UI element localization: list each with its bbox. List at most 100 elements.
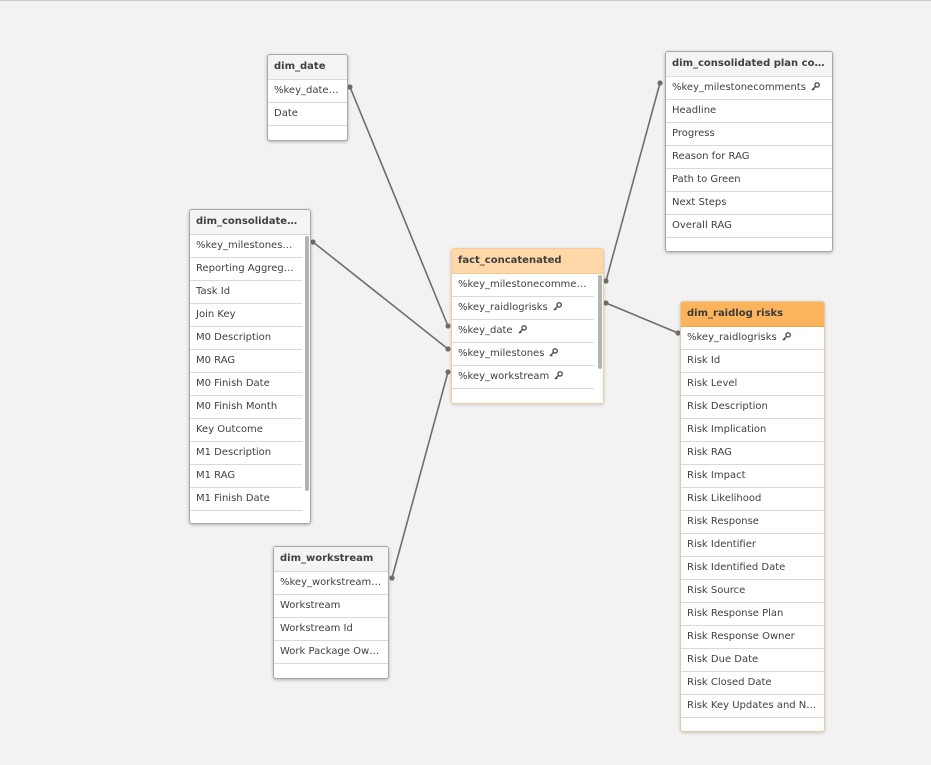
field-row[interactable]: Risk RAG — [681, 442, 824, 465]
field-row[interactable]: Task Id — [190, 281, 302, 304]
field-row[interactable]: Overall RAG — [666, 215, 832, 238]
field-row[interactable]: Headline — [666, 100, 832, 123]
field-label: Reason for RAG — [672, 151, 750, 162]
field-row[interactable]: Next Steps — [666, 192, 832, 215]
field-row[interactable]: %key_workstream — [274, 572, 388, 595]
field-label: Risk Identified Date — [687, 562, 786, 573]
field-row[interactable]: Risk Level — [681, 373, 824, 396]
field-label: %key_raidlogrisks — [687, 332, 777, 343]
field-label: M1 RAG — [196, 470, 236, 481]
field-row[interactable]: %key_raidlogrisks — [681, 327, 824, 350]
field-row[interactable]: M1 RAG — [190, 465, 302, 488]
field-row[interactable]: Risk Response Plan — [681, 603, 824, 626]
key-icon — [553, 302, 562, 311]
field-label: %key_raidlogrisks — [458, 302, 548, 313]
key-icon — [376, 577, 386, 586]
field-label: %key_milestonecomments — [672, 82, 806, 93]
field-row[interactable]: M0 Description — [190, 327, 302, 350]
scrollbar[interactable] — [598, 275, 602, 369]
table-dim-raidlog-risks[interactable]: dim_raidlog risks %key_raidlogrisks Risk… — [680, 301, 825, 732]
field-row[interactable]: Workstream — [274, 595, 388, 618]
field-row[interactable]: Risk Identified Date — [681, 557, 824, 580]
link-workstream — [391, 371, 449, 579]
field-row[interactable]: M1 Description — [190, 442, 302, 465]
field-label: %key_milestones — [196, 240, 283, 251]
field-label: M0 Description — [196, 332, 272, 343]
field-label: Risk Level — [687, 378, 738, 389]
link-milestonecomments — [605, 82, 661, 282]
table-dim-consolidated-plan-comments[interactable]: dim_consolidated plan comments %key_mile… — [665, 51, 833, 252]
field-row[interactable]: Risk Id — [681, 350, 824, 373]
table-dim-date[interactable]: dim_date %key_date Date — [267, 54, 348, 141]
field-row[interactable]: %key_date — [268, 80, 347, 103]
field-row[interactable]: Path to Green — [666, 169, 832, 192]
table-dim-workstream[interactable]: dim_workstream %key_workstream Workstrea… — [273, 546, 389, 679]
field-label: Overall RAG — [672, 220, 732, 231]
field-label: %key_milestones — [458, 348, 545, 359]
field-row[interactable]: Risk Due Date — [681, 649, 824, 672]
scrollbar[interactable] — [305, 236, 309, 491]
key-icon — [287, 240, 297, 249]
field-row[interactable]: %key_milestonecomments ... — [452, 274, 594, 297]
field-row[interactable]: Risk Description — [681, 396, 824, 419]
field-label: Task Id — [196, 286, 231, 297]
link-milestones — [312, 241, 449, 350]
field-label: Risk Response Plan — [687, 608, 784, 619]
table-header[interactable]: dim_date — [268, 55, 347, 80]
field-label: M0 RAG — [196, 355, 236, 366]
field-label: Path to Green — [672, 174, 741, 185]
field-row[interactable]: Join Key — [190, 304, 302, 327]
field-row[interactable]: Risk Implication — [681, 419, 824, 442]
table-header[interactable]: dim_workstream — [274, 547, 388, 572]
field-row[interactable]: M1 Finish Date — [190, 488, 302, 511]
field-label: M0 Finish Date — [196, 378, 270, 389]
field-row[interactable]: Progress — [666, 123, 832, 146]
field-row[interactable]: M0 Finish Month — [190, 396, 302, 419]
field-row[interactable]: Risk Closed Date — [681, 672, 824, 695]
table-header[interactable]: dim_raidlog risks — [681, 302, 824, 327]
field-row[interactable]: Risk Identifier — [681, 534, 824, 557]
field-row[interactable]: M0 Finish Date — [190, 373, 302, 396]
field-row[interactable]: M0 RAG — [190, 350, 302, 373]
field-row[interactable]: Risk Impact — [681, 465, 824, 488]
link-date — [349, 86, 449, 327]
field-row[interactable]: %key_milestones — [190, 235, 302, 258]
field-row[interactable]: %key_milestones — [452, 343, 594, 366]
field-row[interactable]: Date — [268, 103, 347, 126]
table-header[interactable]: fact_concatenated — [452, 249, 603, 274]
field-row[interactable]: %key_milestonecomments — [666, 77, 832, 100]
field-label: Headline — [672, 105, 717, 116]
field-label: Progress — [672, 128, 715, 139]
field-label: Risk Likelihood — [687, 493, 762, 504]
field-label: Risk Key Updates and Notes — [687, 700, 824, 711]
table-fact-concatenated[interactable]: fact_concatenated %key_milestonecomments… — [451, 248, 604, 404]
field-row[interactable]: Reporting Aggregat... — [190, 258, 302, 281]
field-row[interactable]: %key_raidlogrisks — [452, 297, 594, 320]
top-divider — [0, 0, 931, 1]
field-label: Risk Source — [687, 585, 746, 596]
field-row[interactable]: %key_date — [452, 320, 594, 343]
field-label: Risk Implication — [687, 424, 767, 435]
field-row[interactable]: Workstream Id — [274, 618, 388, 641]
field-row[interactable]: Work Package Owner — [274, 641, 388, 664]
field-label: M0 Finish Month — [196, 401, 278, 412]
table-header[interactable]: dim_consolidated plan comments — [666, 52, 832, 77]
key-icon — [811, 82, 820, 91]
field-label: Workstream — [280, 600, 341, 611]
field-label: Risk Due Date — [687, 654, 759, 665]
field-label: Key Outcome — [196, 424, 263, 435]
field-row[interactable]: Reason for RAG — [666, 146, 832, 169]
field-label: Join Key — [196, 309, 236, 320]
field-row[interactable]: Risk Response Owner — [681, 626, 824, 649]
table-dim-consolidated-plan[interactable]: dim_consolidated plan %key_milestones Re… — [189, 209, 311, 524]
field-row[interactable]: Risk Key Updates and Notes — [681, 695, 824, 718]
field-row[interactable]: Risk Response — [681, 511, 824, 534]
field-label: Risk Description — [687, 401, 768, 412]
field-row[interactable]: %key_workstream — [452, 366, 594, 389]
field-label: Risk Response — [687, 516, 759, 527]
field-row[interactable]: Risk Source — [681, 580, 824, 603]
field-row[interactable]: Risk Likelihood — [681, 488, 824, 511]
field-row[interactable]: Key Outcome — [190, 419, 302, 442]
table-header[interactable]: dim_consolidated plan — [190, 210, 310, 235]
field-label: Risk Identifier — [687, 539, 756, 550]
